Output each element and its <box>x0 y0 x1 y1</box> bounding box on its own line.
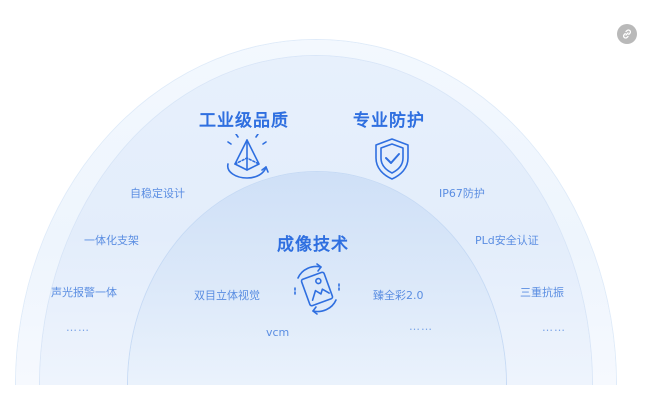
bottom-background <box>0 385 655 412</box>
heading-professional-protection: 专业防护 <box>353 111 425 131</box>
link-icon[interactable] <box>617 24 637 44</box>
feature-vcm: vcm <box>266 326 290 339</box>
heading-imaging-technology: 成像技术 <box>277 235 349 255</box>
rotating-image-icon <box>294 263 340 315</box>
shield-check-icon <box>375 138 409 180</box>
feature-pld-safety-certification: PLd安全认证 <box>475 234 539 247</box>
feature-integrated-bracket: 一体化支架 <box>84 234 139 247</box>
feature-true-color: 臻全彩2.0 <box>373 289 424 302</box>
prism-icon <box>226 134 269 179</box>
heading-industrial-quality: 工业级品质 <box>199 111 289 131</box>
feature-sound-light-alarm: 声光报警一体 <box>51 286 117 299</box>
feature-ip67-protection: IP67防护 <box>439 187 485 200</box>
feature-self-stabilizing-design: 自稳定设计 <box>130 187 185 200</box>
ellipsis-right-outer: …… <box>542 321 566 334</box>
ellipsis-inner: …… <box>409 320 433 333</box>
feature-triple-vibration-resistance: 三重抗振 <box>520 286 564 299</box>
link-glyph-icon <box>622 29 632 39</box>
feature-binocular-stereo-vision: 双目立体视觉 <box>194 289 260 302</box>
ellipsis-left-outer: …… <box>66 321 90 334</box>
